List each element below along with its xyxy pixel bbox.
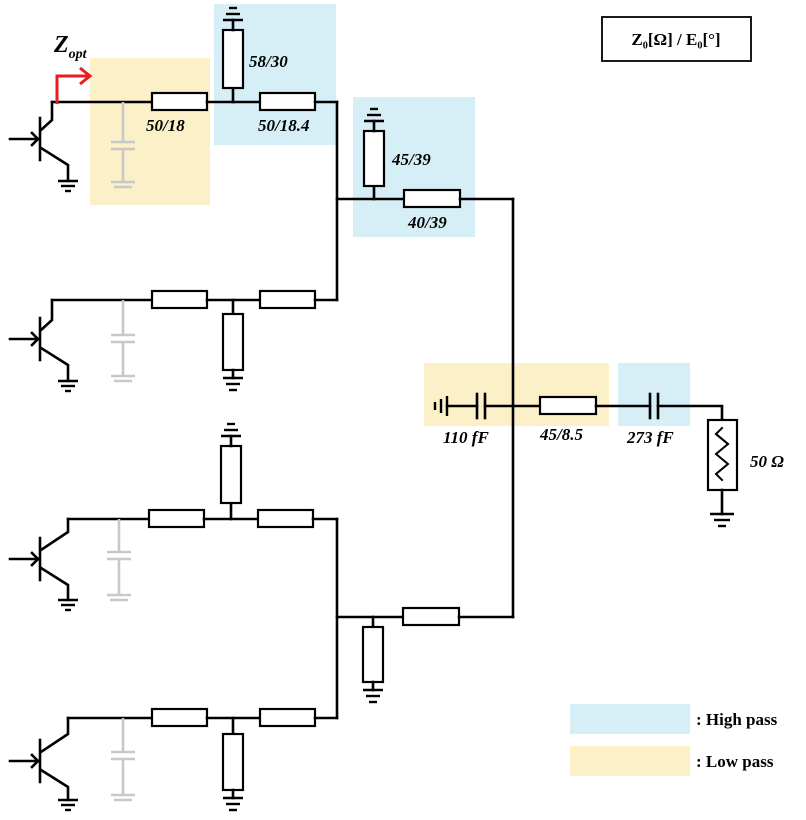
stub-58-30 xyxy=(221,28,245,90)
label-273ff: 273 fF xyxy=(626,428,674,447)
ghost-capacitor-4 xyxy=(111,718,135,802)
ground-110ff xyxy=(433,396,449,416)
tline-merge-2 xyxy=(401,606,461,627)
stub-3 xyxy=(219,444,243,505)
ghost-capacitor-1 xyxy=(111,102,135,189)
key-text: Z₀[Ω] / E₀[°] xyxy=(631,30,720,49)
transistor-3 xyxy=(8,517,78,612)
label-45-8-5: 45/8.5 xyxy=(539,425,583,444)
stub-merge-2 xyxy=(361,625,385,684)
tline-40-39 xyxy=(402,188,462,209)
label-40-39: 40/39 xyxy=(407,213,447,232)
label-50-18-4: 50/18.4 xyxy=(258,116,309,135)
label-50-18: 50/18 xyxy=(146,116,185,135)
label-45-39: 45/39 xyxy=(391,150,431,169)
key-box xyxy=(601,16,752,62)
label-110ff: 110 fF xyxy=(443,428,489,447)
tline-2b xyxy=(258,289,317,310)
tline-3a xyxy=(147,508,206,529)
load-resistor xyxy=(706,418,739,492)
legend-label-high-pass: : High pass xyxy=(696,710,778,729)
legend-swatch-high-pass xyxy=(570,704,690,734)
tline-4a xyxy=(150,707,209,728)
tline-2a xyxy=(150,289,209,310)
zopt-arrow xyxy=(55,66,93,104)
stub-45-39 xyxy=(362,129,386,188)
legend-swatch-low-pass xyxy=(570,746,690,776)
stub-4 xyxy=(221,732,245,792)
ghost-capacitor-3 xyxy=(107,519,131,602)
high-pass-region-output xyxy=(618,363,690,426)
low-pass-region-output xyxy=(424,363,609,426)
capacitor-110ff xyxy=(445,392,487,420)
legend-label-low-pass: : Low pass xyxy=(696,752,774,771)
tline-45-8-5 xyxy=(538,395,598,416)
low-pass-region-input xyxy=(90,58,210,205)
transistor-2 xyxy=(8,298,78,393)
ghost-capacitor-2 xyxy=(111,300,135,383)
tline-50-18-4 xyxy=(258,91,317,112)
stub-2 xyxy=(221,312,245,372)
label-58-30: 58/30 xyxy=(249,52,288,71)
transistor-4 xyxy=(8,716,78,812)
transistor-1 xyxy=(8,100,78,193)
zopt-label: Zopt xyxy=(53,32,88,62)
tline-4b xyxy=(258,707,317,728)
tline-3b xyxy=(256,508,315,529)
label-50-ohm: 50 Ω xyxy=(750,452,784,471)
tline-50-18 xyxy=(150,91,209,112)
